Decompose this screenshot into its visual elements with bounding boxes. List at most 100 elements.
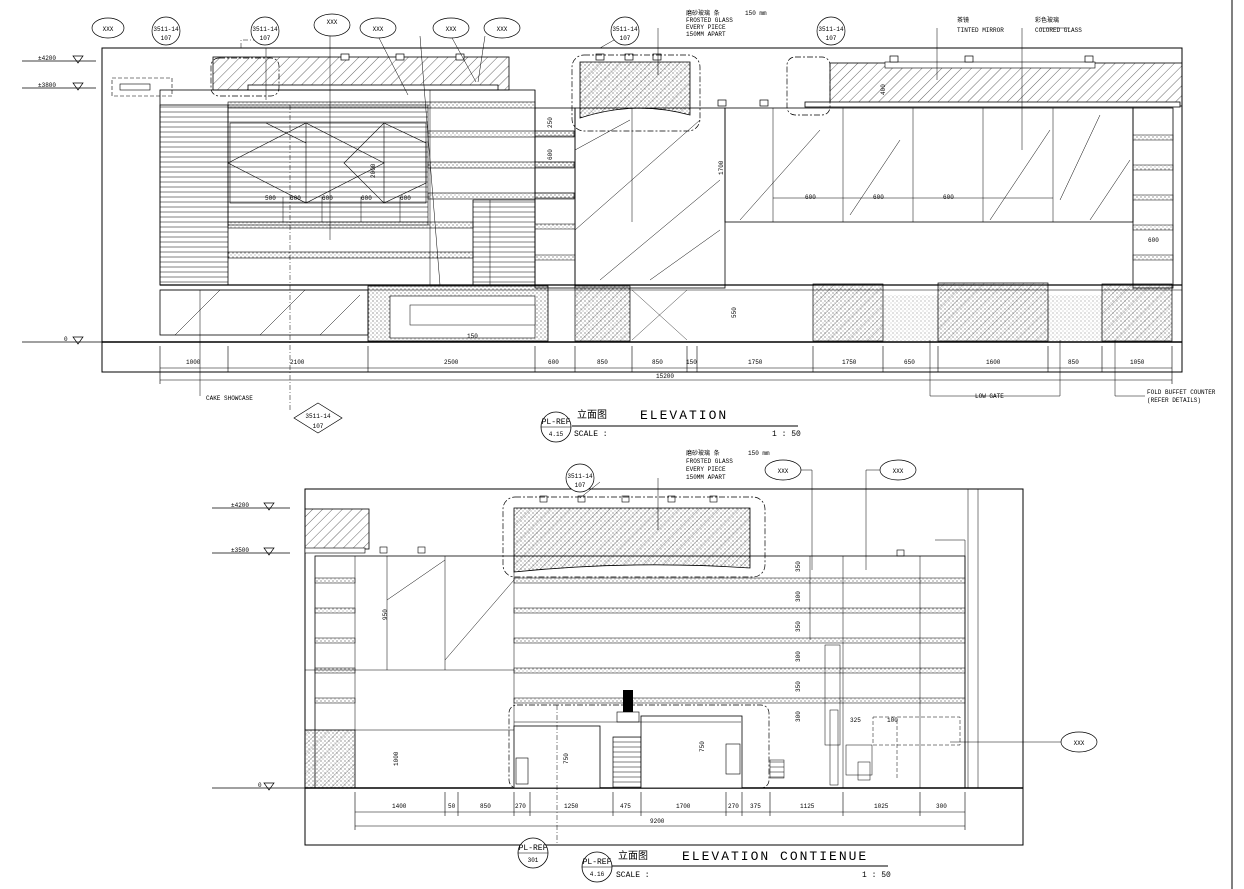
svg-text:350: 350 [795, 681, 802, 692]
tag-ellipses-bottom [565, 459, 1098, 753]
svg-text:600: 600 [361, 195, 372, 202]
svg-text:270: 270 [728, 803, 739, 810]
svg-text:107: 107 [260, 35, 271, 42]
svg-text:350: 350 [795, 561, 802, 572]
level-marker-b4200: ±4200 [212, 502, 290, 511]
svg-text:立面图: 立面图 [577, 408, 607, 422]
svg-text:彩色玻璃: 彩色玻璃 [1035, 16, 1059, 24]
svg-text:325: 325 [850, 717, 861, 724]
svg-text:2500: 2500 [444, 359, 459, 366]
svg-text:0: 0 [258, 782, 262, 789]
tag-xxx: XXX [446, 26, 457, 33]
svg-text:±3800: ±3800 [38, 82, 56, 89]
svg-text:9200: 9200 [650, 818, 665, 825]
tag-xxx: XXX [1074, 740, 1085, 747]
cake-showcase [159, 289, 369, 336]
title-elevation-contienue: PL-REF 4.16 立面图 ELEVATION CONTIENUE SCAL… [581, 849, 891, 883]
svg-text:3511-14: 3511-14 [612, 26, 638, 33]
svg-text:850: 850 [597, 359, 608, 366]
svg-text:1050: 1050 [1130, 359, 1145, 366]
tag-ellipses-top [91, 13, 521, 39]
svg-text:1750: 1750 [842, 359, 857, 366]
svg-text:350: 350 [795, 621, 802, 632]
glass-partition-center [574, 107, 726, 289]
tag-xxx: XXX [327, 19, 338, 26]
svg-text:ELEVATION CONTIENUE: ELEVATION CONTIENUE [682, 849, 868, 864]
svg-text:250: 250 [547, 117, 554, 128]
svg-text:1 : 50: 1 : 50 [772, 430, 801, 439]
svg-text:300: 300 [936, 803, 947, 810]
svg-text:2000: 2000 [370, 163, 377, 178]
top-frame [101, 47, 1183, 373]
svg-text:150MM APART: 150MM APART [686, 31, 726, 38]
svg-text:300: 300 [795, 711, 802, 722]
level-marker-4200: ±4200 [22, 55, 96, 64]
svg-text:±3500: ±3500 [231, 547, 249, 554]
svg-text:301: 301 [528, 857, 539, 864]
svg-text:950: 950 [382, 609, 389, 620]
svg-text:107: 107 [826, 35, 837, 42]
svg-text:300: 300 [795, 591, 802, 602]
svg-text:600: 600 [322, 195, 333, 202]
svg-text:50: 50 [448, 803, 456, 810]
ceiling-bulkhead-right [829, 62, 1183, 107]
svg-text:600: 600 [290, 195, 301, 202]
svg-text:270: 270 [515, 803, 526, 810]
fridge-right [640, 715, 743, 789]
tag-xxx: XXX [103, 26, 114, 33]
svg-text:150MM APART: 150MM APART [686, 474, 726, 481]
svg-text:600: 600 [873, 194, 884, 201]
svg-text:COLORED GLASS: COLORED GLASS [1035, 27, 1082, 34]
svg-text:375: 375 [750, 803, 761, 810]
svg-text:1 : 50: 1 : 50 [862, 871, 891, 880]
svg-text:PL-REF: PL-REF [519, 844, 548, 853]
svg-text:850: 850 [480, 803, 491, 810]
svg-text:1000: 1000 [186, 359, 201, 366]
svg-text:600: 600 [548, 359, 559, 366]
level-marker-0: 0 [22, 336, 102, 345]
svg-text:4.16: 4.16 [590, 871, 605, 878]
svg-text:3511-14: 3511-14 [567, 473, 593, 480]
svg-text:107: 107 [161, 35, 172, 42]
plref-marker-301: PL-REF 301 [517, 837, 549, 869]
svg-text:107: 107 [620, 35, 631, 42]
svg-text:TINTED MIRROR: TINTED MIRROR [957, 27, 1004, 34]
tag-xxx: XXX [497, 26, 508, 33]
notes-top: 磨砂玻璃 条 FROSTED GLASS EVERY PIECE 150MM A… [686, 9, 1082, 38]
svg-text:150: 150 [686, 359, 697, 366]
frosted-glass-panel-bottom [502, 496, 766, 578]
top-dims-text: 1000 2100 2500 600 850 850 150 1750 1750… [186, 359, 1145, 380]
level-marker-3800: ±3800 [22, 82, 96, 91]
svg-text:850: 850 [652, 359, 663, 366]
svg-text:475: 475 [620, 803, 631, 810]
svg-text:ELEVATION: ELEVATION [640, 408, 728, 423]
svg-text:EVERY PIECE: EVERY PIECE [686, 466, 726, 473]
svg-text:SCALE :: SCALE : [574, 430, 608, 439]
svg-text:3511-14: 3511-14 [305, 413, 331, 420]
svg-text:400: 400 [880, 84, 887, 95]
svg-text:1600: 1600 [986, 359, 1001, 366]
title-elevation: PL-REF 4.15 立面图 ELEVATION SCALE : 1 : 50 [540, 408, 801, 443]
svg-text:1700: 1700 [718, 160, 725, 175]
svg-text:1400: 1400 [392, 803, 407, 810]
svg-text:±4200: ±4200 [38, 55, 56, 62]
svg-text:FROSTED GLASS: FROSTED GLASS [686, 458, 733, 465]
svg-text:2100: 2100 [290, 359, 305, 366]
tag-xxx: XXX [778, 468, 789, 475]
top-dim-ticks [159, 346, 1173, 384]
svg-text:磨砂玻璃 条: 磨砂玻璃 条 [686, 9, 720, 17]
svg-text:EVERY PIECE: EVERY PIECE [686, 24, 726, 31]
coffee-machine [623, 690, 633, 714]
svg-text:600: 600 [1148, 237, 1159, 244]
svg-text:1000: 1000 [393, 751, 400, 766]
svg-text:PL-REF: PL-REF [542, 418, 571, 427]
bottom-small-dims: 950 350 300 350 300 350 300 750 750 1000… [382, 561, 898, 766]
top-small-dims: 500 600 600 600 600 2000 250 600 1700 55… [265, 84, 1159, 340]
svg-text:±4200: ±4200 [231, 502, 249, 509]
notes-bottom: 磨砂玻璃 条 FROSTED GLASS EVERY PIECE 150MM A… [686, 449, 770, 481]
svg-text:750: 750 [699, 741, 706, 752]
frosted-glass-panel-top [571, 54, 701, 132]
svg-text:3511-14: 3511-14 [252, 26, 278, 33]
svg-text:750: 750 [563, 753, 570, 764]
